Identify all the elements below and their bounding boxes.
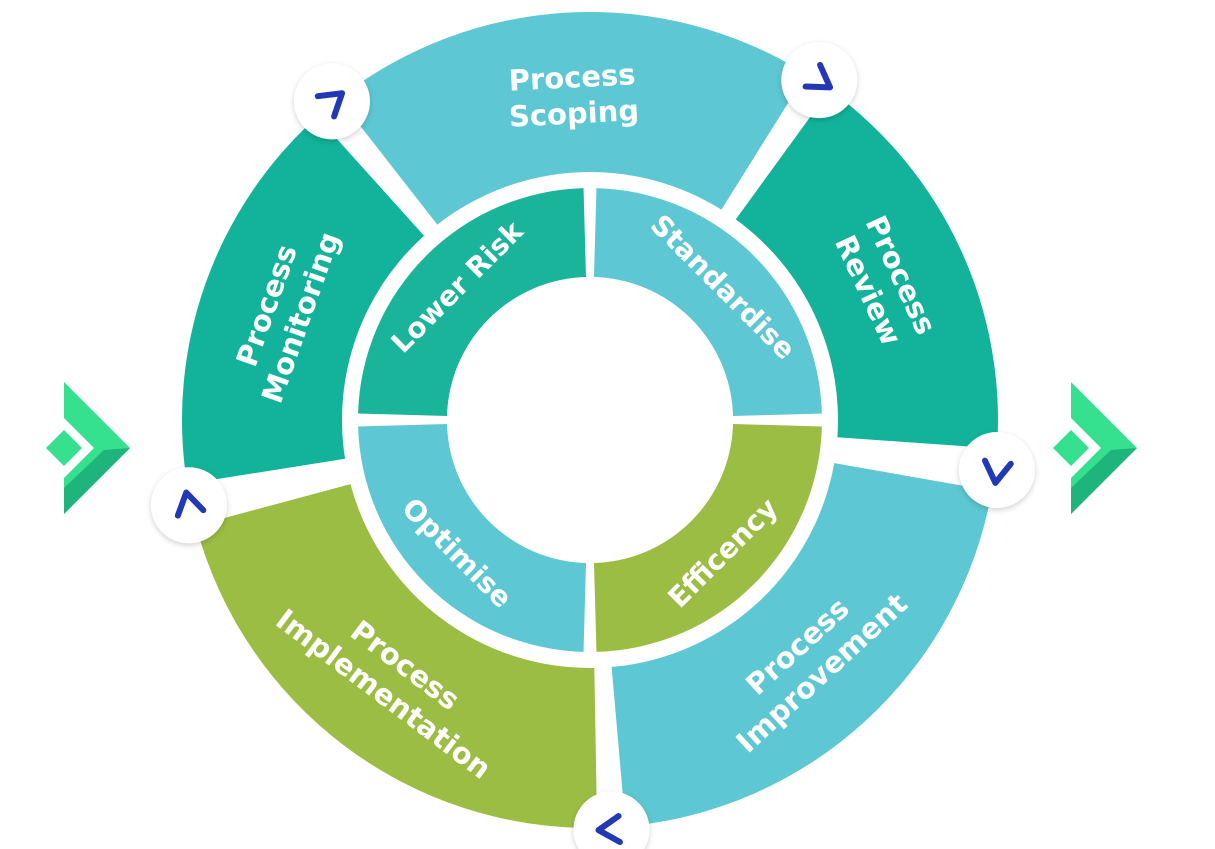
chevron-icon xyxy=(174,489,207,519)
outer-ring: ProcessScopingProcessReviewProcessImprov… xyxy=(182,12,998,828)
left-logo xyxy=(46,382,130,514)
logo-outer-shade xyxy=(64,448,130,514)
connector-improvement-implementation xyxy=(573,791,650,849)
outer-segment-shape xyxy=(195,484,598,828)
connector-implementation-monitoring xyxy=(150,467,227,544)
chevron-icon xyxy=(595,813,623,846)
connector-badge xyxy=(781,42,858,119)
outer-segment-shape xyxy=(611,463,992,827)
logo-outer-shade xyxy=(1071,448,1137,514)
inner-quadrant-shape xyxy=(358,188,587,417)
inner-quadrant-shape xyxy=(593,423,822,652)
inner-quadrant-shape xyxy=(358,423,587,652)
outer-segment-shape xyxy=(735,89,998,449)
connector-badge xyxy=(293,63,370,140)
connector-badge xyxy=(150,467,227,544)
chevron-icon xyxy=(981,457,1014,486)
double-chevron-logo-icon xyxy=(46,430,82,466)
connector-scoping-review xyxy=(781,42,858,119)
inner-quadrant-shape xyxy=(593,188,822,417)
chevron-icon xyxy=(314,90,346,120)
cycle-connectors xyxy=(150,42,1035,849)
outer-segment-label: Scoping xyxy=(508,93,640,134)
side-logos xyxy=(46,382,1137,514)
outer-segment-label: Process xyxy=(508,57,636,98)
chevron-icon xyxy=(802,61,834,91)
connector-review-improvement xyxy=(958,431,1035,508)
outer-segment-shape xyxy=(338,12,807,225)
outer-segment-shape xyxy=(182,116,425,484)
center-hole xyxy=(447,277,733,563)
connector-badge xyxy=(958,431,1035,508)
connector-monitoring-scoping xyxy=(293,63,370,140)
double-chevron-logo-icon xyxy=(1053,430,1089,466)
right-logo xyxy=(1053,382,1137,514)
